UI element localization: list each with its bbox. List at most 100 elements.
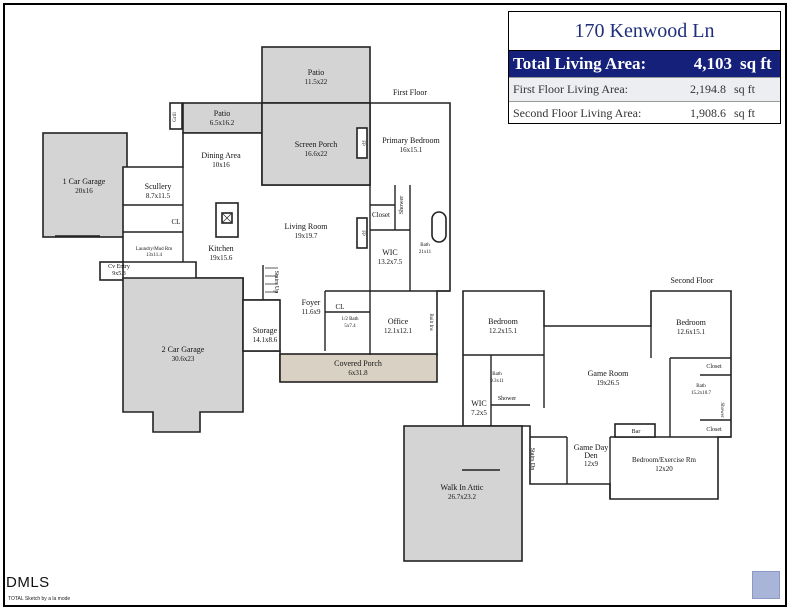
room-dim: 16x15.1 — [400, 146, 423, 154]
shower-label: Shower — [399, 196, 405, 214]
grill — [169, 102, 183, 130]
room-name: Scullery — [145, 182, 172, 191]
fireplace-porch — [356, 127, 368, 159]
room-dim: 5x7.4 — [344, 324, 356, 329]
room-dim: 8.7x11.5 — [146, 192, 171, 200]
room-dim: 19x26.5 — [597, 379, 620, 387]
room-name: Kitchen — [208, 244, 233, 253]
area-label: First Floor Living Area: — [513, 82, 628, 96]
patio-top — [261, 46, 371, 104]
room-name: Storage — [253, 326, 278, 335]
room-dim: 11.5x22 — [305, 78, 328, 86]
room-name: Game Room — [588, 369, 629, 378]
floor-labels: First Floor Second Floor — [393, 88, 714, 285]
room-dim: 30.6x23 — [172, 355, 195, 363]
area-value: 1,908.6 — [690, 106, 726, 120]
room-name: Bedroom — [488, 317, 519, 326]
room-name: Living Room — [285, 222, 329, 231]
room-name: Den — [584, 451, 597, 460]
closet-label: Closet — [706, 364, 722, 370]
room-name: Bath — [492, 372, 502, 377]
fireplace-living — [356, 217, 368, 249]
room-name: Covered Porch — [334, 359, 382, 368]
area-value: 2,194.8 — [690, 82, 726, 96]
first-floor-label: First Floor — [393, 88, 427, 97]
room-dim: 12x20 — [655, 465, 673, 473]
total-living-area-row: Total Living Area: 4,103 sq ft — [509, 51, 780, 77]
room-dim: 15.2x10.7 — [691, 391, 712, 396]
room-name: 1/2 Bath — [341, 317, 359, 322]
room-name: Cv Entry — [108, 264, 130, 270]
cv-entry — [99, 261, 124, 281]
room-name: Bath — [420, 243, 430, 248]
room-dim: 7.2x5 — [471, 409, 487, 417]
area-unit: sq ft — [734, 82, 755, 96]
property-address: 170 Kenwood Ln — [509, 12, 780, 51]
second-floor-label: Second Floor — [671, 276, 714, 285]
area-label: Second Floor Living Area: — [513, 106, 642, 120]
room-dim: 16.6x22 — [305, 150, 328, 158]
room-name: Foyer — [302, 298, 321, 307]
built-ins-label: Built Ins — [428, 313, 433, 330]
room-dim: 12.2x15.1 — [489, 327, 518, 335]
shower-label: Shower — [719, 402, 724, 418]
room-dim: 19x15.6 — [210, 254, 233, 262]
room-dim: 13.2x7.5 — [378, 258, 403, 266]
walk-in-attic — [403, 425, 523, 562]
room-dim: 13x11.4 — [146, 253, 163, 258]
living-area-summary: 170 Kenwood Ln Total Living Area: 4,103 … — [508, 11, 781, 124]
fp-label: FP — [360, 230, 365, 236]
total-label: Total Living Area: — [513, 54, 647, 73]
screen-porch — [261, 102, 371, 186]
room-dim: 26.7x23.2 — [448, 493, 477, 501]
room-name: WIC — [382, 248, 398, 257]
storage — [242, 299, 281, 352]
room-dim: 10x16 — [212, 161, 230, 169]
dmls-logo: DMLS — [6, 574, 50, 591]
closet-label: Closet — [372, 211, 390, 219]
second-floor-area-row: Second Floor Living Area: 1,908.6 sq ft — [509, 101, 780, 125]
home-icon — [752, 571, 780, 599]
room-dim: 9x5.3 — [112, 271, 126, 277]
second-floor-room-labels: Bedroom 12.2x15.1 Bedroom 12.6x15.1 Clos… — [441, 317, 724, 501]
room-name: Bedroom — [676, 318, 707, 327]
total-unit: sq ft — [740, 54, 772, 73]
room-dim: 14.1x8.6 — [253, 336, 278, 344]
room-dim: 11.6x9 — [302, 308, 321, 316]
stairs-down-label: Stairs Dn — [529, 448, 535, 471]
room-name: Bedroom/Exercise Rm — [632, 456, 697, 464]
stairs-up-label: Stairs Up — [273, 271, 279, 294]
first-floor-room-labels: 1 Car Garage 20x16 Patio 11.5x22 Patio 6… — [63, 68, 441, 377]
closet-label: Closet — [706, 427, 722, 433]
room-dim: 21x11 — [419, 250, 432, 255]
room-name: Dining Area — [201, 151, 241, 160]
one-car-garage — [42, 132, 128, 238]
room-name: Laundry/Mud Rm — [136, 247, 172, 252]
room-dim: 12.1x12.1 — [384, 327, 413, 335]
covered-porch — [279, 353, 438, 383]
room-dim: 19x19.7 — [295, 232, 318, 240]
image-frame — [3, 3, 787, 607]
room-dim: 20x16 — [75, 187, 93, 195]
room-name: Primary Bedroom — [382, 136, 440, 145]
sketch-credit: TOTAL Sketch by a la mode — [8, 596, 71, 602]
room-name: WIC — [471, 399, 487, 408]
grill-label: Grill — [173, 112, 178, 122]
first-floor-area-row: First Floor Living Area: 2,194.8 sq ft — [509, 77, 780, 101]
bar-counter — [614, 423, 656, 438]
total-value: 4,103 — [693, 54, 732, 73]
room-dim: 12x9 — [584, 460, 599, 468]
fp-label: FP — [360, 140, 365, 146]
room-name: Game Day — [574, 443, 608, 452]
room-name: Patio — [308, 68, 324, 77]
room-dim: 9.3x11 — [490, 379, 504, 384]
bathtub — [431, 211, 447, 243]
room-dim: 6x31.8 — [348, 369, 368, 377]
cl-label: CL — [336, 303, 345, 311]
area-unit: sq ft — [734, 106, 755, 120]
shower-label: Shower — [498, 396, 516, 402]
room-dim: 6.5x16.2 — [210, 119, 235, 127]
patio-small — [182, 102, 263, 134]
room-name: Bath — [696, 384, 706, 389]
